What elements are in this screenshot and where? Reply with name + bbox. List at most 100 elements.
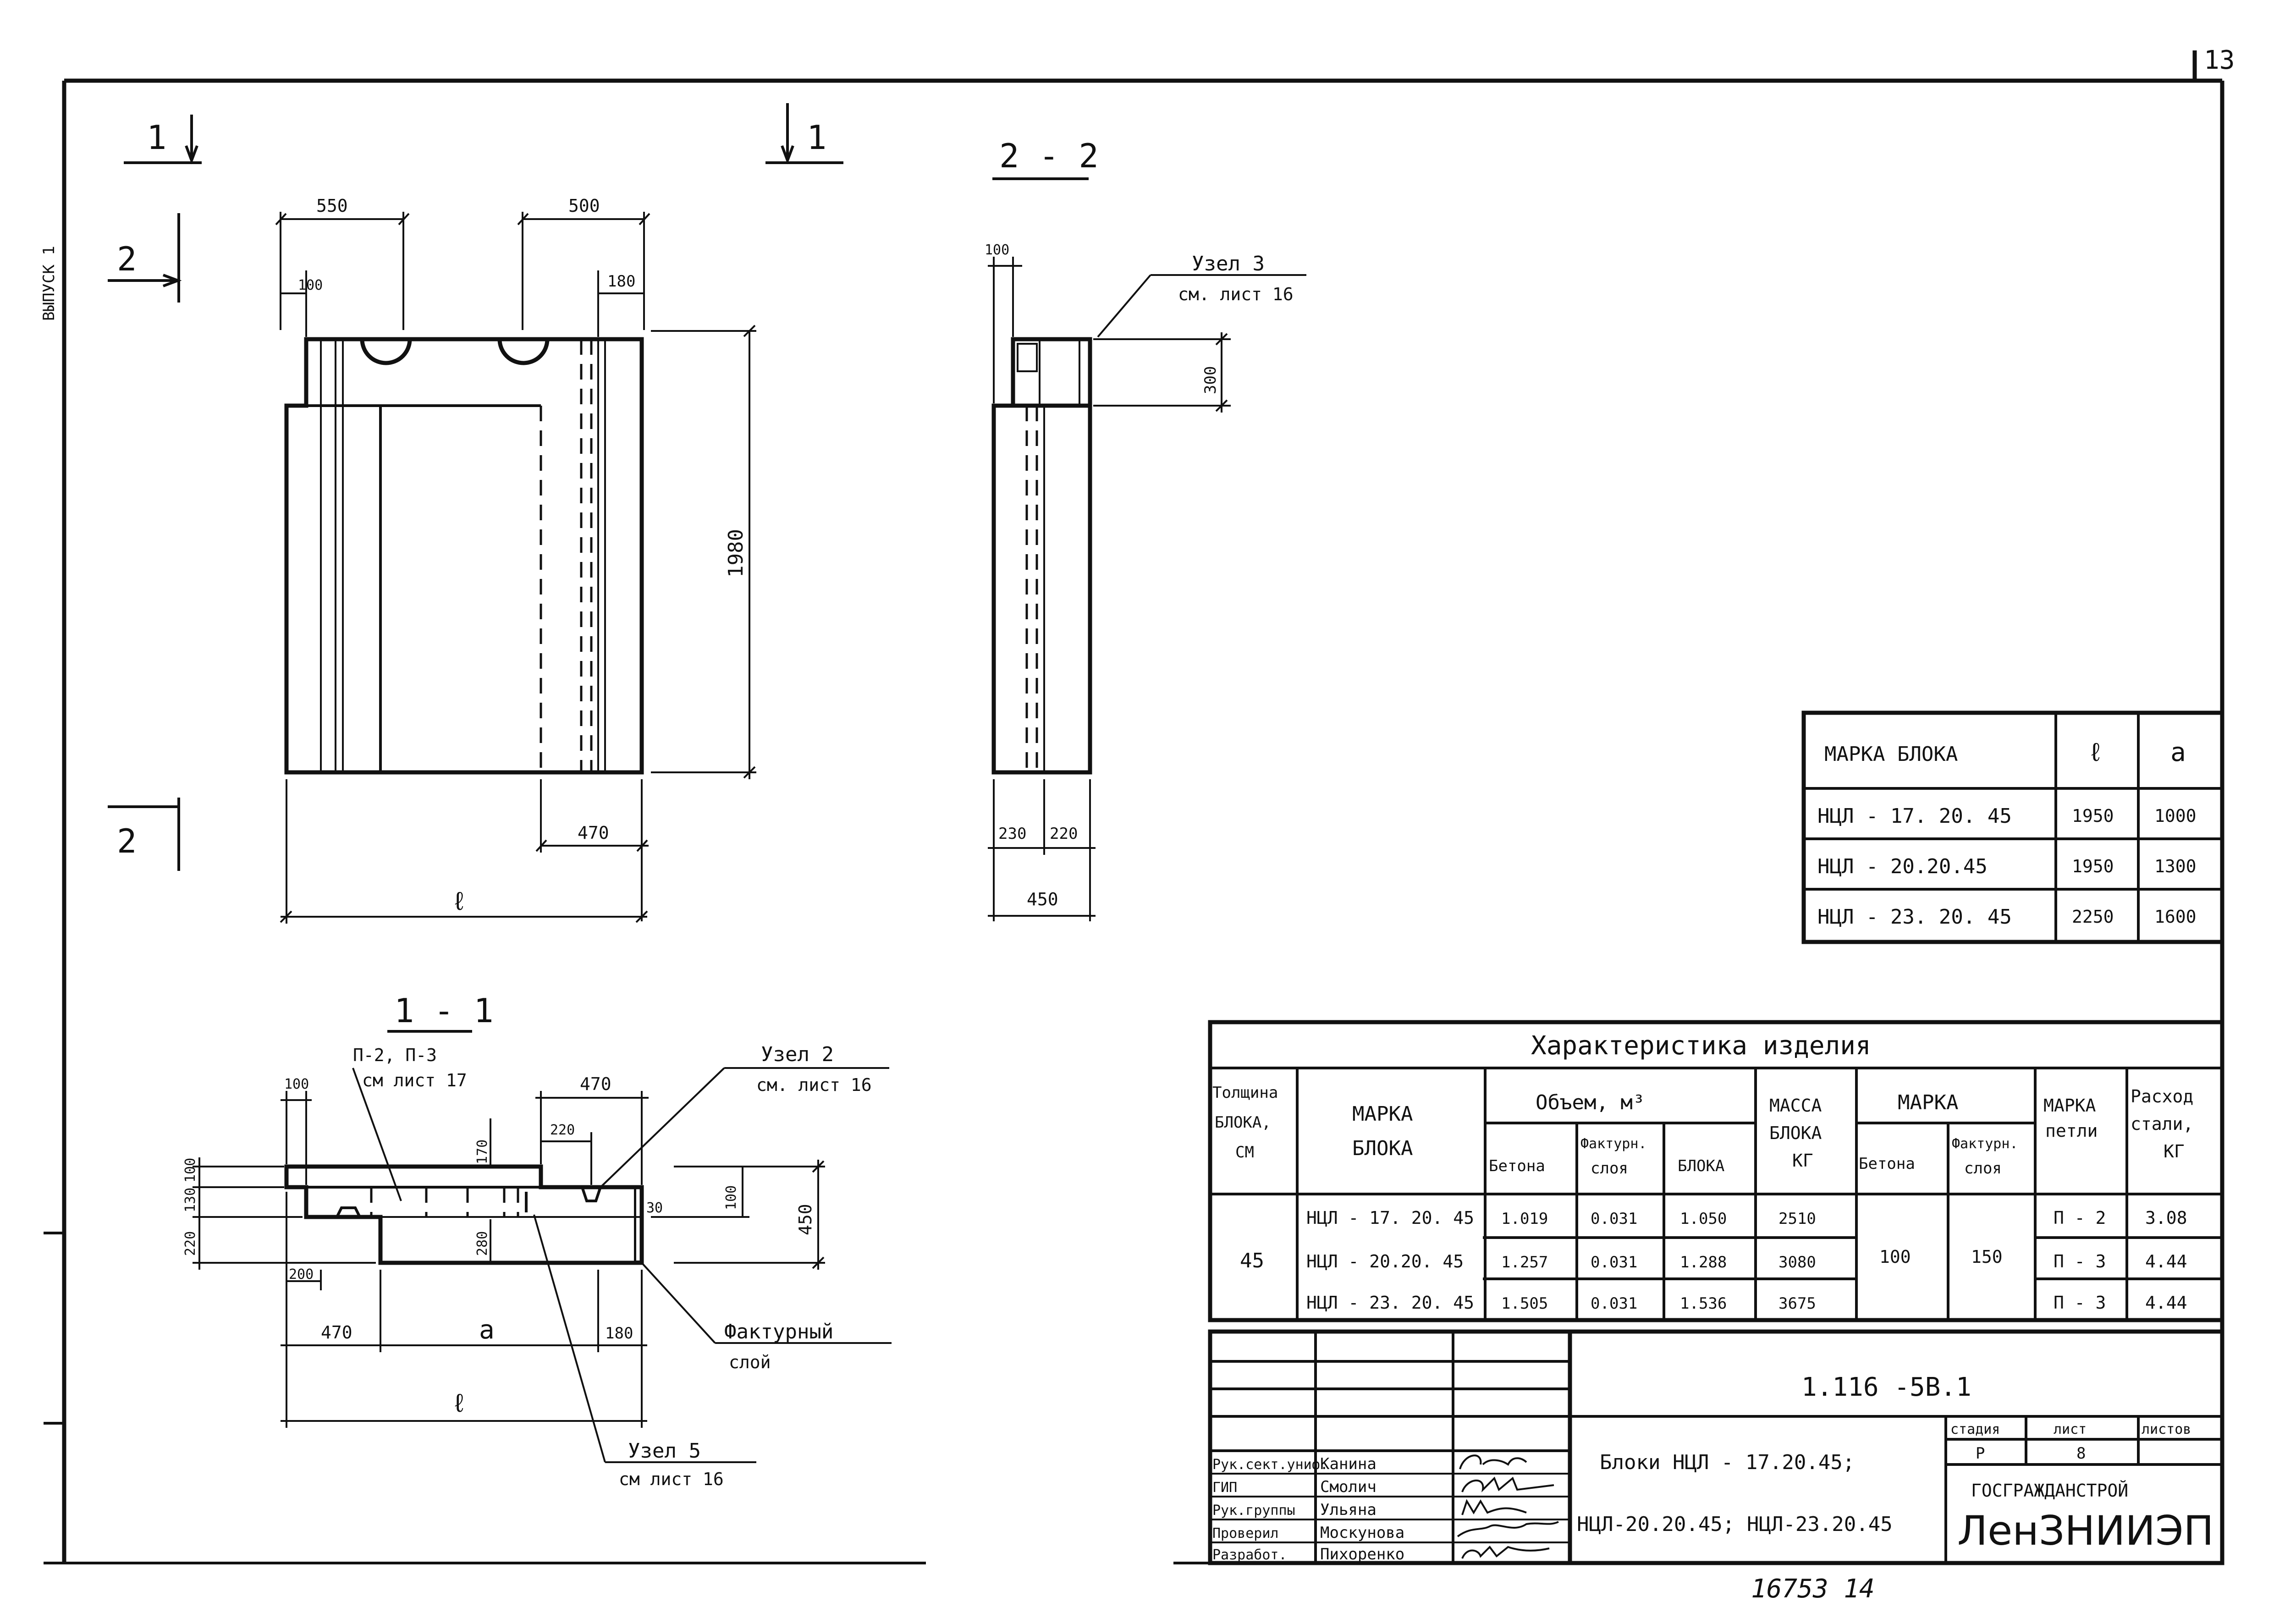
- h-mass-3: КГ: [1792, 1151, 1813, 1171]
- doc-code: 1.116 -5В.1: [1801, 1372, 1971, 1402]
- row-2-v-block: 1.288: [1680, 1253, 1727, 1272]
- signature-1: [1459, 1454, 1527, 1470]
- row-3-mark: НЦЛ - 23. 20. 45: [1306, 1293, 1474, 1313]
- h-grade-facing-2: слоя: [1964, 1159, 2002, 1178]
- marks-row-3-mark: НЦЛ - 23. 20. 45: [1817, 905, 2012, 929]
- section-2-2: 2 - 2 100 Узел 3 см. лист 16 300 230: [985, 137, 1306, 921]
- signature-4: [1457, 1521, 1559, 1537]
- dim-left-100: 100: [182, 1158, 198, 1183]
- section-1-1: 1 - 1 П-2, П-3 см лист 17 Узел 2 см. лис…: [182, 991, 892, 1489]
- dim-l-elev: ℓ: [451, 886, 467, 916]
- section-2-marker-top: 2: [117, 240, 137, 278]
- section-1-marker-left: 1: [147, 118, 166, 157]
- name-2: Смолич: [1320, 1478, 1377, 1496]
- marks-row-3-l: 2250: [2072, 907, 2114, 927]
- name-1: Канина: [1320, 1455, 1377, 1473]
- row-1-loop: П - 2: [2054, 1208, 2106, 1228]
- dim-470-s11-top: 470: [580, 1074, 611, 1094]
- marks-header-mark: МАРКА БЛОКА: [1824, 743, 1958, 766]
- row-2-v-concrete: 1.257: [1501, 1253, 1548, 1272]
- characteristics-table: Характеристика изделия Толщина БЛОКА, СМ…: [1208, 1020, 2224, 1322]
- dim-100-s11: 100: [284, 1076, 309, 1092]
- h-mark-1: МАРКА: [1352, 1102, 1413, 1126]
- dim-180-elev: 180: [607, 272, 635, 291]
- h-vol-facing-2: слоя: [1591, 1159, 1628, 1178]
- marks-row-1-a: 1000: [2154, 806, 2197, 826]
- h-sheet: лист: [2054, 1421, 2087, 1437]
- marks-row-1-l: 1950: [2072, 806, 2114, 826]
- section-1-1-title: 1 - 1: [394, 991, 494, 1030]
- row-1-steel: 3.08: [2145, 1208, 2187, 1228]
- row-2-v-facing: 0.031: [1591, 1253, 1637, 1272]
- page-number: 13: [2204, 45, 2235, 75]
- h-vol-facing-1: Фактурн.: [1580, 1136, 1647, 1152]
- h-mass-2: БЛОКА: [1769, 1123, 1822, 1143]
- marks-row-2-l: 1950: [2072, 856, 2114, 876]
- loops-ref-label: П-2, П-3: [353, 1045, 437, 1065]
- node-2-ref: см. лист 16: [756, 1075, 872, 1095]
- row-3-v-block: 1.536: [1680, 1294, 1727, 1313]
- row-1-mass: 2510: [1778, 1210, 1816, 1228]
- h-mark-2: БЛОКА: [1352, 1137, 1413, 1160]
- role-2: ГИП: [1212, 1480, 1237, 1496]
- marks-row-3-a: 1600: [2154, 907, 2197, 927]
- dim-450-s11: 450: [795, 1204, 815, 1235]
- section-1-marker-right: 1: [807, 118, 826, 157]
- row-2-steel: 4.44: [2145, 1251, 2187, 1272]
- h-thickness-2: БЛОКА,: [1215, 1113, 1271, 1132]
- dim-30: 30: [646, 1200, 663, 1216]
- h-steel-2: стали,: [2131, 1114, 2193, 1134]
- row-1-v-concrete: 1.019: [1501, 1210, 1548, 1228]
- marks-table: МАРКА БЛОКА ℓ a НЦЛ - 17. 20. 45 1950 10…: [1801, 710, 2224, 944]
- elevation-view: 1 1 2 2 550: [108, 103, 843, 924]
- dim-470-s11-bottom: 470: [321, 1322, 352, 1343]
- h-grade-concrete: Бетона: [1859, 1155, 1915, 1173]
- name-5: Пихоренко: [1320, 1545, 1404, 1563]
- org-line-2: ЛенЗНИИЭП: [1957, 1507, 2214, 1554]
- h-vol-block: БЛОКА: [1678, 1157, 1724, 1175]
- h-grade: МАРКА: [1898, 1091, 1958, 1114]
- dim-100-elev: 100: [298, 277, 323, 293]
- marks-row-1-mark: НЦЛ - 17. 20. 45: [1817, 804, 2012, 828]
- row-3-v-facing: 0.031: [1591, 1294, 1637, 1313]
- row-1-v-facing: 0.031: [1591, 1210, 1637, 1228]
- sheet-value: 8: [2076, 1444, 2086, 1463]
- dim-l-s11: ℓ: [451, 1388, 467, 1418]
- h-steel-3: КГ: [2164, 1141, 2185, 1162]
- row-2-mass: 3080: [1778, 1253, 1816, 1272]
- name-4: Москунова: [1320, 1524, 1404, 1542]
- dim-550: 550: [316, 196, 348, 216]
- dim-280: 280: [474, 1231, 490, 1256]
- dim-left-130: 130: [182, 1188, 198, 1212]
- title-block: 1.116 -5В.1 Рук.сект.униф. ГИП Рук.групп…: [1208, 1329, 2224, 1565]
- stamp-number: 16753 14: [1751, 1574, 1875, 1604]
- role-3: Рук.группы: [1212, 1503, 1295, 1519]
- dim-500: 500: [568, 196, 600, 216]
- marks-row-2-a: 1300: [2154, 856, 2197, 876]
- row-2-mark: НЦЛ - 20.20. 45: [1306, 1251, 1464, 1272]
- loops-ref-sheet: см лист 17: [362, 1070, 467, 1090]
- title-line-2: НЦЛ-20.20.45; НЦЛ-23.20.45: [1577, 1513, 1893, 1536]
- role-1: Рук.сект.униф.: [1212, 1457, 1328, 1473]
- row-3-mass: 3675: [1778, 1294, 1816, 1313]
- facing-layer-label: Фактурный: [724, 1320, 833, 1343]
- dim-470-elev: 470: [578, 823, 609, 843]
- cell-thickness: 45: [1240, 1249, 1264, 1272]
- section-2-marker-bottom: 2: [117, 822, 137, 860]
- h-stage: стадия: [1950, 1421, 2000, 1437]
- cell-grade-concrete: 100: [1879, 1247, 1911, 1267]
- dim-220-s22: 220: [1050, 825, 1078, 843]
- row-3-loop: П - 3: [2054, 1293, 2106, 1313]
- dim-a: a: [479, 1315, 495, 1345]
- row-1-mark: НЦЛ - 17. 20. 45: [1306, 1208, 1474, 1228]
- org-line-1: ГОСГРАЖДАНСТРОЙ: [1971, 1481, 2128, 1501]
- h-mass-1: МАССА: [1769, 1096, 1822, 1116]
- characteristics-title: Характеристика изделия: [1531, 1031, 1871, 1061]
- h-sheets: листов: [2142, 1421, 2191, 1437]
- dim-180-s11: 180: [605, 1324, 633, 1343]
- row-1-v-block: 1.050: [1680, 1210, 1727, 1228]
- node-3-ref: см. лист 16: [1178, 284, 1294, 304]
- signature-5: [1461, 1545, 1550, 1559]
- dim-220-s11: 220: [550, 1122, 575, 1138]
